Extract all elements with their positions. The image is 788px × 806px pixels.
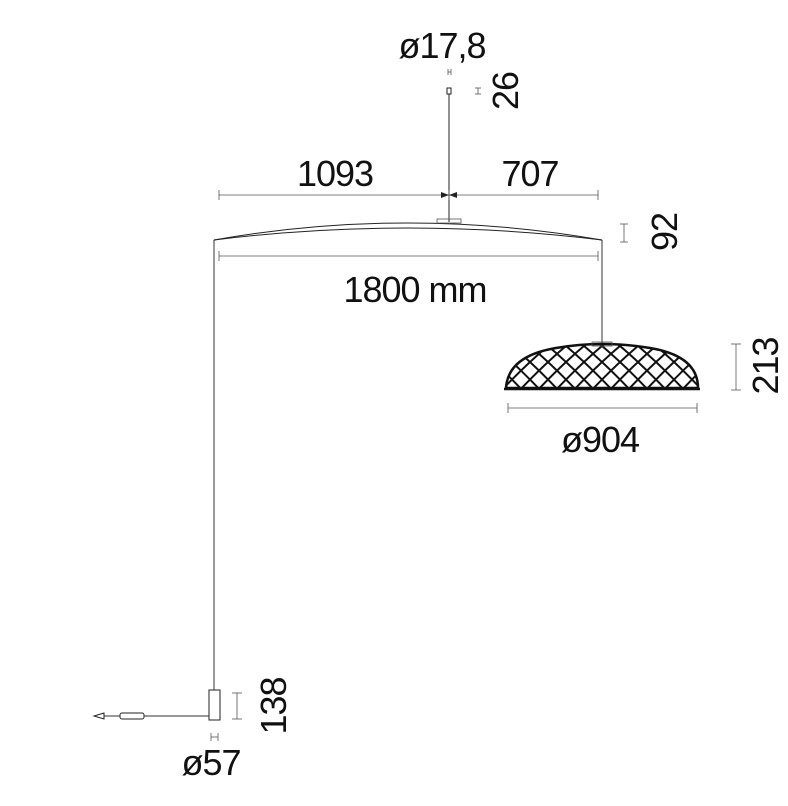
lattice-strut: [679, 344, 698, 388]
arm-top-edge: [213, 222, 603, 241]
canopy-diameter-dim: ø17,8: [398, 25, 487, 75]
base-diameter-dim: ø57: [181, 733, 242, 783]
canopy-height-label: 26: [485, 72, 526, 110]
plug: [92, 712, 105, 720]
canopy-block: [446, 87, 452, 95]
lattice-strut: [625, 344, 687, 388]
base-height-dim: 138: [232, 677, 294, 735]
lattice-strut: [535, 344, 597, 388]
arm-total-length-label: 1800 mm: [343, 269, 486, 310]
lattice-strut: [506, 344, 525, 388]
lattice-strut: [553, 344, 615, 388]
base-diameter-label: ø57: [181, 742, 240, 783]
lamp-shade: [392, 336, 700, 392]
base-height-label: 138: [253, 677, 294, 734]
shade-diameter-label: ø904: [561, 419, 639, 460]
lattice-strut: [506, 344, 561, 388]
arm-total-dim: 1800 mm: [218, 251, 599, 310]
lattice-strut: [410, 336, 470, 392]
canopy: [446, 87, 452, 222]
arm-split-dim: 1093 707: [218, 153, 599, 200]
canopy-diameter-label: ø17,8: [398, 25, 485, 66]
lattice-strut: [517, 344, 579, 388]
arm-pivot: [436, 218, 462, 224]
lattice-strut: [571, 344, 633, 388]
lattice-strut: [506, 344, 507, 388]
arm-left-length-label: 1093: [297, 153, 373, 194]
arm: [213, 218, 603, 242]
lattice-strut: [410, 336, 470, 392]
lattice-strut: [643, 344, 698, 388]
shade-diameter-dim: ø904: [507, 403, 698, 460]
inline-switch: [119, 712, 145, 720]
arm-height-dim: 92: [620, 213, 685, 251]
base: [92, 689, 221, 721]
lattice-strut: [506, 344, 507, 388]
shade-height-label: 213: [745, 337, 786, 394]
shade-height-dim: 213: [731, 337, 786, 395]
lattice-strut: [428, 336, 488, 392]
lattice-strut: [428, 336, 488, 392]
lattice-strut: [392, 336, 452, 392]
arm-bottom-edge: [213, 227, 603, 241]
lattice-strut: [607, 344, 669, 388]
arm-right-length-label: 707: [501, 153, 558, 194]
lattice-strut: [589, 344, 651, 388]
arm-height-label: 92: [644, 213, 685, 251]
lattice-strut: [392, 336, 452, 392]
canopy-height-dim: 26: [475, 72, 526, 110]
